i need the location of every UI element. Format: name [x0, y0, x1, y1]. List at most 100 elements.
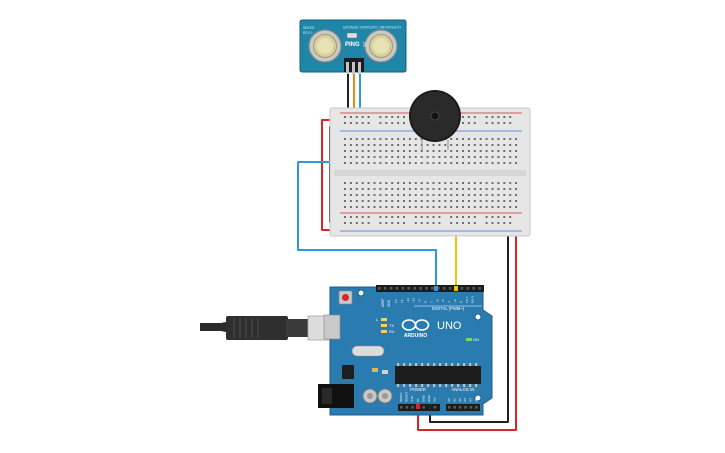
- breadboard-hole[interactable]: [391, 150, 394, 152]
- breadboard-hole[interactable]: [373, 206, 376, 208]
- breadboard-hole[interactable]: [403, 194, 405, 196]
- breadboard-hole[interactable]: [462, 138, 464, 140]
- breadboard-hole[interactable]: [432, 182, 435, 184]
- breadboard-rail-hole[interactable]: [426, 222, 429, 224]
- breadboard-rail-hole[interactable]: [503, 122, 506, 124]
- breadboard-hole[interactable]: [355, 194, 358, 196]
- breadboard-hole[interactable]: [444, 188, 447, 190]
- chip-pin[interactable]: [445, 363, 448, 366]
- breadboard-rail-hole[interactable]: [367, 122, 370, 124]
- breadboard-hole[interactable]: [385, 182, 388, 184]
- breadboard-hole[interactable]: [414, 206, 417, 208]
- breadboard-rail-hole[interactable]: [403, 216, 405, 218]
- breadboard-hole[interactable]: [432, 206, 435, 208]
- breadboard-hole[interactable]: [462, 182, 464, 184]
- breadboard-rail-hole[interactable]: [367, 216, 370, 218]
- breadboard-hole[interactable]: [515, 188, 518, 190]
- breadboard-hole[interactable]: [426, 194, 429, 196]
- breadboard-rail-hole[interactable]: [344, 222, 346, 224]
- breadboard-hole[interactable]: [462, 194, 464, 196]
- chip-pin[interactable]: [397, 363, 400, 366]
- breadboard-hole[interactable]: [355, 150, 358, 152]
- breadboard-hole[interactable]: [349, 138, 352, 140]
- power-pin[interactable]: [433, 406, 437, 409]
- breadboard-hole[interactable]: [397, 182, 400, 184]
- breadboard-hole[interactable]: [503, 150, 506, 152]
- digital-pin[interactable]: [383, 287, 387, 290]
- breadboard-hole[interactable]: [503, 206, 506, 208]
- breadboard-hole[interactable]: [479, 144, 482, 146]
- breadboard-hole[interactable]: [467, 206, 470, 208]
- breadboard-hole[interactable]: [403, 138, 405, 140]
- breadboard-rail-hole[interactable]: [385, 122, 388, 124]
- breadboard-hole[interactable]: [420, 138, 423, 140]
- breadboard-hole[interactable]: [450, 194, 453, 196]
- breadboard-hole[interactable]: [456, 150, 459, 152]
- breadboard-hole[interactable]: [391, 206, 394, 208]
- chip-pin[interactable]: [469, 363, 472, 366]
- breadboard-hole[interactable]: [473, 162, 476, 164]
- chip-pin[interactable]: [475, 363, 478, 366]
- chip-pin[interactable]: [433, 384, 436, 387]
- breadboard-hole[interactable]: [373, 194, 376, 196]
- breadboard-hole[interactable]: [432, 144, 435, 146]
- chip-pin[interactable]: [409, 384, 412, 387]
- breadboard-rail-hole[interactable]: [491, 116, 494, 118]
- breadboard-hole[interactable]: [456, 206, 459, 208]
- breadboard-hole[interactable]: [349, 150, 352, 152]
- breadboard-hole[interactable]: [509, 206, 512, 208]
- breadboard-hole[interactable]: [385, 162, 388, 164]
- breadboard-hole[interactable]: [456, 182, 459, 184]
- breadboard-rail-hole[interactable]: [467, 222, 470, 224]
- breadboard-hole[interactable]: [438, 156, 441, 158]
- digital-pin[interactable]: [466, 287, 470, 290]
- breadboard-hole[interactable]: [467, 156, 470, 158]
- breadboard-hole[interactable]: [420, 182, 423, 184]
- breadboard-hole[interactable]: [385, 194, 388, 196]
- breadboard-hole[interactable]: [403, 162, 405, 164]
- breadboard-hole[interactable]: [432, 150, 435, 152]
- breadboard-hole[interactable]: [444, 206, 447, 208]
- breadboard-hole[interactable]: [450, 162, 453, 164]
- breadboard-hole[interactable]: [485, 150, 488, 152]
- breadboard-hole[interactable]: [420, 150, 423, 152]
- breadboard-hole[interactable]: [391, 194, 394, 196]
- power-pin[interactable]: [405, 406, 409, 409]
- breadboard-rail-hole[interactable]: [456, 216, 459, 218]
- breadboard-hole[interactable]: [385, 138, 388, 140]
- breadboard-rail-hole[interactable]: [462, 216, 464, 218]
- chip-pin[interactable]: [427, 384, 430, 387]
- breadboard-hole[interactable]: [355, 156, 358, 158]
- breadboard-hole[interactable]: [509, 200, 512, 202]
- breadboard-hole[interactable]: [426, 162, 429, 164]
- breadboard-hole[interactable]: [414, 194, 417, 196]
- breadboard-rail-hole[interactable]: [497, 216, 500, 218]
- breadboard-hole[interactable]: [367, 156, 370, 158]
- breadboard-hole[interactable]: [367, 138, 370, 140]
- analog-pin[interactable]: [464, 406, 467, 409]
- breadboard-hole[interactable]: [344, 182, 346, 184]
- breadboard-hole[interactable]: [397, 194, 400, 196]
- breadboard-hole[interactable]: [450, 138, 453, 140]
- breadboard-hole[interactable]: [420, 194, 423, 196]
- breadboard-hole[interactable]: [456, 194, 459, 196]
- breadboard-hole[interactable]: [391, 156, 394, 158]
- breadboard-hole[interactable]: [391, 138, 394, 140]
- breadboard-hole[interactable]: [467, 150, 470, 152]
- breadboard-hole[interactable]: [473, 182, 476, 184]
- breadboard-rail-hole[interactable]: [355, 216, 358, 218]
- breadboard-rail-hole[interactable]: [344, 116, 346, 118]
- breadboard-hole[interactable]: [485, 206, 488, 208]
- breadboard-rail-hole[interactable]: [361, 116, 364, 118]
- breadboard-rail-hole[interactable]: [485, 122, 488, 124]
- digital-pin[interactable]: [448, 287, 452, 290]
- breadboard-hole[interactable]: [349, 194, 352, 196]
- chip-pin[interactable]: [421, 363, 424, 366]
- breadboard-hole[interactable]: [503, 144, 506, 146]
- breadboard-hole[interactable]: [432, 188, 435, 190]
- breadboard-hole[interactable]: [420, 188, 423, 190]
- breadboard-hole[interactable]: [408, 156, 411, 158]
- breadboard-hole[interactable]: [485, 144, 488, 146]
- chip-pin[interactable]: [421, 384, 424, 387]
- power-pin[interactable]: [400, 406, 403, 409]
